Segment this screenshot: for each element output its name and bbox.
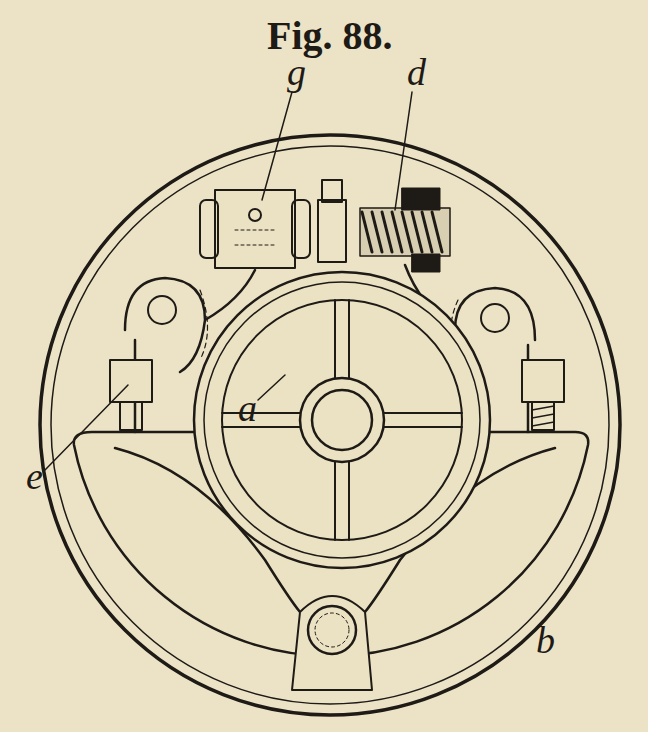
right-pivot (481, 304, 509, 332)
boss (300, 378, 384, 462)
spring (360, 208, 450, 256)
part-letter: d (407, 53, 426, 91)
part-letter: b (536, 621, 555, 659)
hub-inner (222, 300, 462, 540)
spring-cap (402, 188, 440, 210)
part-letter: e (26, 457, 43, 495)
spring-cap (412, 254, 440, 272)
leader-line (395, 92, 412, 210)
drum-rim (40, 135, 620, 715)
drum-inner (51, 146, 609, 704)
pivot-boss (292, 596, 372, 690)
pin (249, 209, 261, 221)
left-screw (120, 402, 142, 430)
roller (200, 200, 218, 258)
left-screw-block (110, 360, 152, 402)
pivot-pin (308, 606, 356, 654)
cam-head (322, 180, 342, 202)
g-block (215, 190, 295, 268)
pivot-pin-inner (315, 613, 349, 647)
leader-line (262, 92, 292, 200)
cam-block (318, 200, 346, 262)
part-letter: g (287, 53, 306, 91)
right-screw (532, 402, 554, 430)
left-pivot (148, 296, 176, 324)
leader-line (258, 375, 285, 400)
hub-outer (194, 272, 490, 568)
bore (312, 390, 372, 450)
hidden-edge (235, 230, 275, 245)
spring-coils (362, 212, 442, 252)
leader-line (45, 385, 128, 470)
figure-title: Fig. 88. (267, 16, 393, 56)
hub-spokes (222, 300, 462, 540)
roller (292, 200, 310, 258)
screw-thread (532, 406, 554, 426)
hub-ring (204, 282, 480, 558)
right-screw-block (522, 360, 564, 402)
part-letter: a (238, 389, 257, 427)
